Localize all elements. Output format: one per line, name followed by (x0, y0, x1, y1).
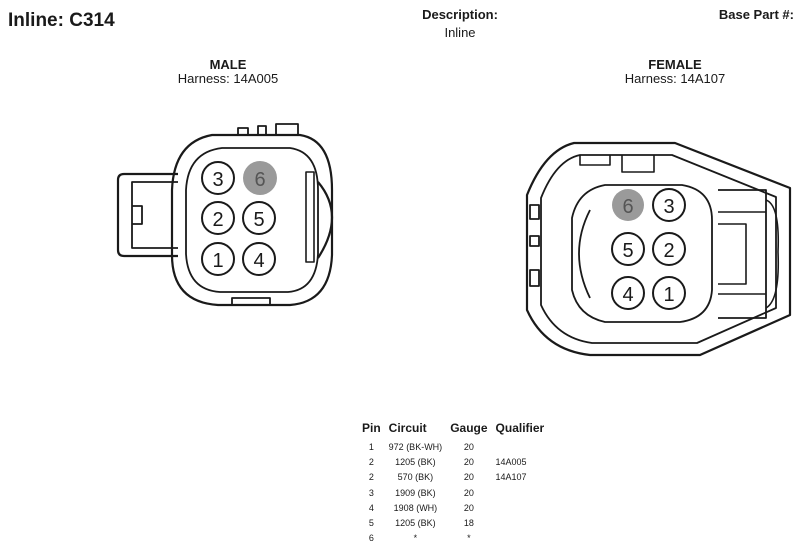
svg-text:6: 6 (254, 169, 265, 191)
page-title: Inline: C314 (8, 10, 115, 31)
pin-cell: 1 (368, 441, 374, 452)
pin-cell: 2 (368, 472, 374, 483)
female-harness: Harness: 14A107 (624, 71, 726, 86)
table-row: 2 1205 (BK) 20 14A005 (358, 454, 548, 469)
circuit-cell: 1908 (WH) (393, 502, 438, 513)
male-pin-3: 3 (201, 161, 235, 195)
qualifier-cell (492, 515, 549, 530)
male-pin-6: 6 (243, 161, 277, 195)
col-circuit: Circuit (388, 421, 427, 435)
female-connector (525, 141, 792, 357)
table-row: 3 1909 (BK) 20 (358, 485, 548, 500)
pin-table: Pin Circuit Gauge Qualifier 1 972 (BK-WH… (358, 421, 548, 546)
gauge-cell: 18 (463, 518, 474, 529)
qualifier-cell: 14A107 (495, 472, 527, 483)
female-pin-6: 6 (612, 189, 644, 221)
svg-text:3: 3 (212, 169, 223, 191)
gauge-cell: 20 (463, 502, 474, 513)
pin-table-header: Pin Circuit Gauge Qualifier (358, 421, 548, 439)
description-label: Description: (422, 7, 498, 22)
qualifier-cell (492, 531, 549, 546)
male-pin-2: 2 (201, 201, 235, 235)
male-harness: Harness: 14A005 (177, 71, 279, 86)
circuit-cell: * (413, 533, 418, 544)
qualifier-cell (492, 439, 549, 454)
svg-text:1: 1 (212, 250, 223, 272)
svg-text:6: 6 (622, 196, 633, 218)
gauge-cell: 20 (463, 441, 474, 452)
gauge-cell: 20 (463, 456, 474, 467)
pin-cell: 4 (368, 502, 374, 513)
qualifier-cell (492, 485, 549, 500)
gauge-cell: 20 (463, 472, 474, 483)
circuit-cell: 1205 (BK) (395, 456, 436, 467)
male-pin-1: 1 (201, 242, 235, 276)
col-gauge: Gauge (450, 421, 488, 435)
table-row: 4 1908 (WH) 20 (358, 500, 548, 515)
female-pins: 6 3 5 2 4 1 (611, 188, 686, 310)
circuit-cell: 570 (BK) (397, 472, 434, 483)
table-row: 1 972 (BK-WH) 20 (358, 439, 548, 454)
male-title: MALE (209, 57, 247, 72)
male-pins: 3 6 2 5 1 4 (201, 161, 277, 276)
female-pin-1: 1 (652, 276, 686, 310)
pin-cell: 3 (368, 487, 374, 498)
svg-text:5: 5 (253, 209, 264, 231)
svg-text:2: 2 (663, 240, 674, 262)
female-pin-3: 3 (652, 188, 686, 222)
male-connector (116, 123, 334, 307)
base-part-label: Base Part #: (718, 7, 794, 22)
table-row: 5 1205 (BK) 18 (358, 515, 548, 530)
col-qualifier: Qualifier (495, 421, 545, 435)
circuit-cell: 1205 (BK) (395, 518, 436, 529)
col-pin: Pin (362, 421, 381, 435)
qualifier-cell (492, 500, 549, 515)
svg-text:2: 2 (212, 209, 223, 231)
pin-cell: 2 (368, 456, 374, 467)
circuit-cell: 1909 (BK) (395, 487, 436, 498)
description-value: Inline (444, 25, 476, 40)
pin-cell: 5 (368, 518, 374, 529)
svg-text:3: 3 (663, 196, 674, 218)
female-pin-5: 5 (611, 232, 645, 266)
circuit-cell: 972 (BK-WH) (388, 441, 443, 452)
pin-cell: 6 (368, 533, 374, 544)
table-row: 6 * * (358, 531, 548, 546)
svg-text:5: 5 (622, 240, 633, 262)
qualifier-cell: 14A005 (495, 456, 527, 467)
svg-text:4: 4 (253, 250, 264, 272)
male-pin-4: 4 (242, 242, 276, 276)
female-pin-4: 4 (611, 276, 645, 310)
svg-text:1: 1 (663, 284, 674, 306)
table-row: 2 570 (BK) 20 14A107 (358, 470, 548, 485)
gauge-cell: * (467, 533, 471, 544)
female-title: FEMALE (648, 57, 702, 72)
male-pin-5: 5 (242, 201, 276, 235)
svg-text:4: 4 (622, 284, 633, 306)
female-pin-2: 2 (652, 232, 686, 266)
gauge-cell: 20 (463, 487, 474, 498)
